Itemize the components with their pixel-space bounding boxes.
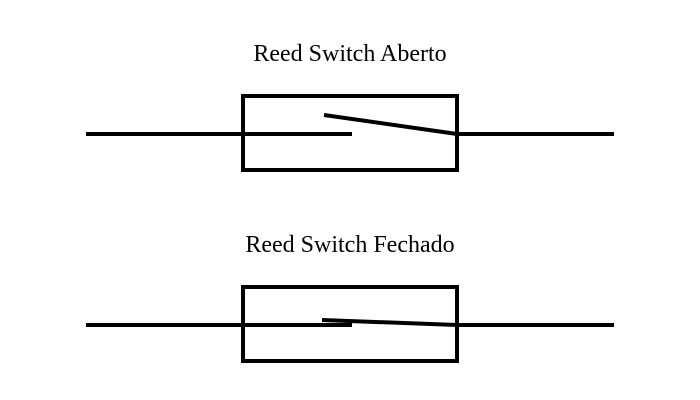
open-switch-reed-contact xyxy=(323,113,458,136)
open-reed-switch-symbol xyxy=(86,94,614,172)
closed-reed-switch-symbol xyxy=(86,285,614,363)
open-switch-title: Reed Switch Aberto xyxy=(253,41,447,67)
closed-switch-reed-contact xyxy=(321,318,458,327)
closed-switch-title: Reed Switch Fechado xyxy=(245,232,455,258)
